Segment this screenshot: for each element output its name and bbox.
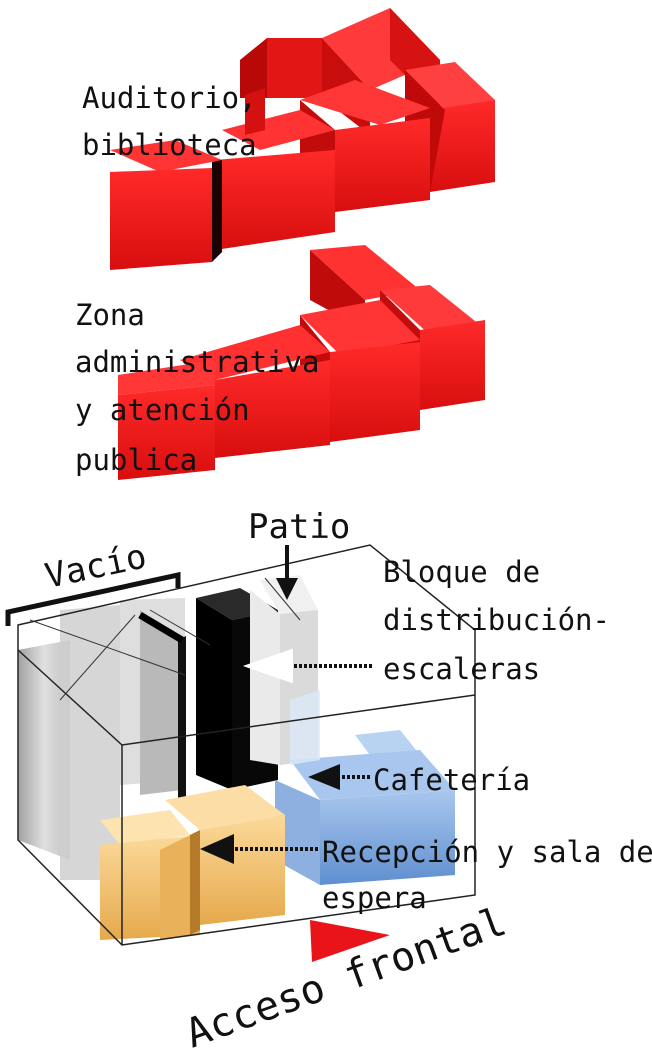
label-bloque-line1: Bloque de <box>383 555 540 589</box>
recepcion-arrow <box>200 834 318 864</box>
label-zona-line4: publica <box>75 443 197 477</box>
label-acceso-frontal: Acceso frontal <box>180 899 513 1057</box>
label-zona-line1: Zona <box>75 298 145 332</box>
zona-administrativa-mass <box>118 245 485 480</box>
vacio-bracket <box>5 571 181 626</box>
escaleras-arrow <box>242 648 372 684</box>
label-vacio: Vacío <box>42 536 150 596</box>
label-recepcion-line1: Recepción y sala de <box>322 835 652 869</box>
auditorio-biblioteca-mass <box>110 8 495 270</box>
label-auditorio-line2: biblioteca <box>82 128 257 162</box>
label-bloque-line3: escaleras <box>383 652 540 686</box>
acceso-frontal-arrow <box>310 920 390 962</box>
label-patio: Patio <box>248 507 350 547</box>
label-bloque-line2: distribución- <box>383 603 610 637</box>
label-zona-line2: administrativa <box>75 345 319 379</box>
patio-arrow <box>276 545 298 600</box>
label-zona-line3: y atención <box>75 393 250 427</box>
cafeteria-arrow <box>308 764 370 790</box>
label-auditorio-line1: Auditorio, <box>82 81 257 115</box>
label-recepcion-line2: espera <box>322 881 427 915</box>
label-cafeteria: Cafetería <box>373 763 530 797</box>
building-massing-box <box>17 544 476 946</box>
